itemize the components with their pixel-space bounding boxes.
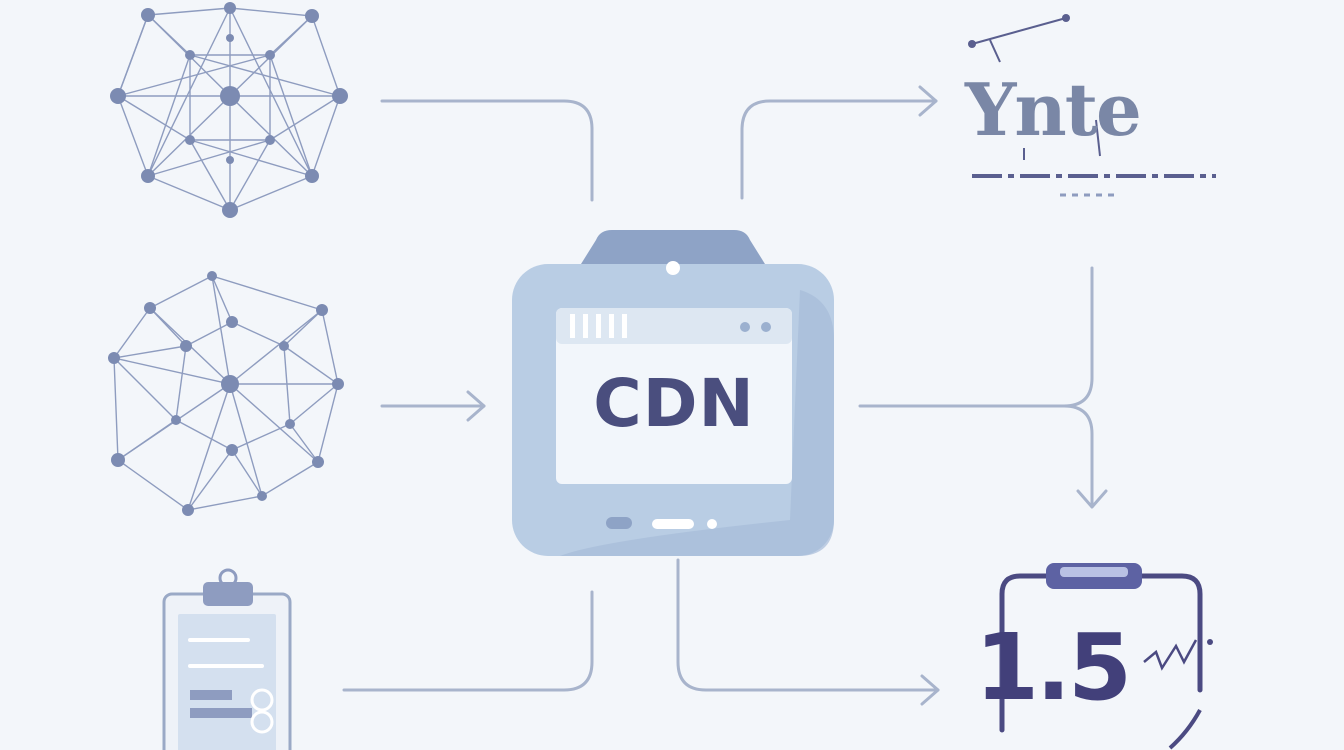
- connector-top-right: [740, 99, 938, 200]
- clipboard-version-icon: [999, 563, 1213, 750]
- arrowhead-bottom-center: [920, 674, 940, 706]
- arrowhead-middle-left: [466, 390, 486, 422]
- arrowhead-right-down: [1076, 489, 1108, 509]
- connector-right-down: [1062, 404, 1094, 507]
- logo-decoration: [968, 14, 1216, 197]
- connector-top-left: [380, 99, 594, 202]
- clipboard-document-icon: [162, 568, 292, 750]
- version-value: 1.5: [975, 613, 1132, 721]
- network-mesh-icon-top: [110, 2, 348, 218]
- cdn-label: CDN: [593, 364, 755, 442]
- arrowhead-top-right: [918, 85, 938, 117]
- connector-bottom-center: [676, 558, 940, 692]
- connector-bottom-left: [342, 590, 594, 692]
- cdn-server-device-icon: [512, 230, 834, 556]
- network-mesh-icon-middle: [108, 271, 344, 516]
- connector-right-middle: [858, 266, 1094, 408]
- ynte-logo-text: Ynte: [965, 67, 1142, 152]
- connector-lines: [342, 85, 1108, 706]
